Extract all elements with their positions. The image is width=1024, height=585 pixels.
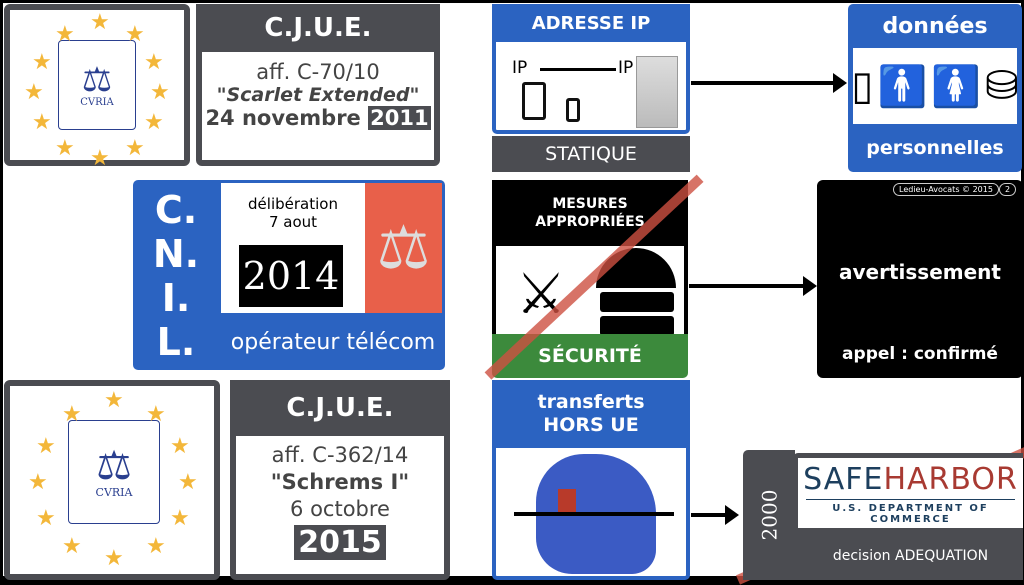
card-title: C.J.U.E. (230, 380, 450, 436)
tablet-icon (522, 82, 546, 120)
logo-subtitle: U.S. DEPARTMENT OF COMMERCE (806, 499, 1015, 525)
case-name: "Scarlet Extended" (216, 84, 420, 106)
case-date: 6 octobre (290, 497, 390, 521)
logo-text: CVRIA (80, 96, 114, 108)
sanction-card: Ledieu-Avocats © 2015 2 avertissement ap… (817, 180, 1023, 378)
case-year: 2015 (294, 525, 386, 560)
man-icon: 🚹 (877, 63, 928, 110)
server-icon (600, 316, 674, 336)
deliberation-date: 7 aout (268, 213, 318, 231)
card-title: données (882, 13, 988, 39)
static-label: STATIQUE (492, 136, 690, 172)
ip-label-left: IP (512, 58, 528, 78)
scales-icon: ⚖ (81, 59, 113, 100)
card-title-line: MESURES (552, 196, 628, 212)
year-label: 2000 (757, 489, 781, 541)
cjue-2011-card: C.J.U.E. aff. C-70/10 "Scarlet Extended"… (196, 4, 440, 166)
logo-text: CVRIA (95, 485, 133, 499)
ip-address-card: ADRESSE IP IP IP (492, 4, 690, 134)
card-title-line: APPROPRIÉES (535, 214, 645, 230)
case-date: 24 novembre (205, 106, 361, 130)
database-icon: ⛁ (985, 63, 1019, 109)
card-title: C.J.U.E. (196, 4, 440, 52)
justice-statue-icon: ⚖ (365, 183, 442, 313)
cvria-logo-bottom: ⚖ CVRIA ★★★★★★★★★★★★ (4, 380, 220, 580)
server-icon (600, 292, 674, 312)
cnil-letter: L. (156, 320, 196, 364)
cnil-letter: N. (152, 232, 200, 276)
logo-safe: SAFE (803, 462, 884, 497)
personal-data-card: données ▯🚹🚺⛁ personnelles (848, 4, 1022, 172)
ip-label-right: IP (618, 58, 634, 78)
page-number: 2 (999, 183, 1017, 196)
card-title: ADRESSE IP (492, 4, 690, 42)
cjue-2015-card: C.J.U.E. aff. C-362/14 "Schrems I" 6 oct… (230, 380, 450, 580)
arrow-icon (689, 276, 817, 296)
logo-harbor: HARBOR (883, 462, 1018, 497)
woman-icon: 🚺 (931, 63, 982, 110)
copyright-badge: Ledieu-Avocats © 2015 (893, 183, 999, 196)
sanction-label: avertissement (839, 260, 1001, 284)
deliberation-label: délibération (248, 195, 338, 213)
data-icons: ▯🚹🚺⛁ (851, 48, 1019, 124)
case-name: "Schrems I" (270, 470, 410, 494)
server-icon (636, 56, 678, 128)
cnil-card: C.N.I.L. délibération 7 aout 2014 ⚖ opér… (133, 180, 445, 370)
arrow-icon (691, 505, 739, 525)
cnil-letter: I. (161, 276, 191, 320)
card-footer: decision ADEQUATION (832, 547, 989, 564)
deliberation-year: 2014 (239, 245, 343, 307)
card-title-line: HORS UE (543, 414, 639, 436)
case-number: aff. C-70/10 (256, 60, 380, 84)
card-footer: opérateur télécom (230, 329, 436, 355)
cnil-letter: C. (154, 188, 198, 232)
card-footer: personnelles (866, 137, 1004, 159)
slide: ⚖ CVRIA ★★★★★★★★★★★★ C.J.U.E. aff. C-70/… (3, 3, 1024, 585)
outbound-arrows-icon (514, 512, 674, 516)
phone-icon (566, 98, 580, 122)
appeal-label: appel : confirmé (842, 344, 998, 364)
arrow-icon (691, 73, 847, 93)
cvria-logo-top: ⚖ CVRIA ★★★★★★★★★★★★ (4, 4, 190, 170)
uk-highlight (558, 489, 576, 515)
scales-icon: ⚖ (96, 442, 132, 489)
card-title-line: transferts (537, 391, 645, 413)
safeharbor-card: SAFEHARBOR U.S. DEPARTMENT OF COMMERCE d… (793, 453, 1023, 580)
safeharbor-year: 2000 (743, 450, 795, 580)
phone-icon: ▯ (851, 63, 874, 109)
case-number: aff. C-362/14 (271, 443, 409, 467)
double-arrow-icon (540, 68, 616, 71)
case-year: 2011 (368, 106, 431, 130)
